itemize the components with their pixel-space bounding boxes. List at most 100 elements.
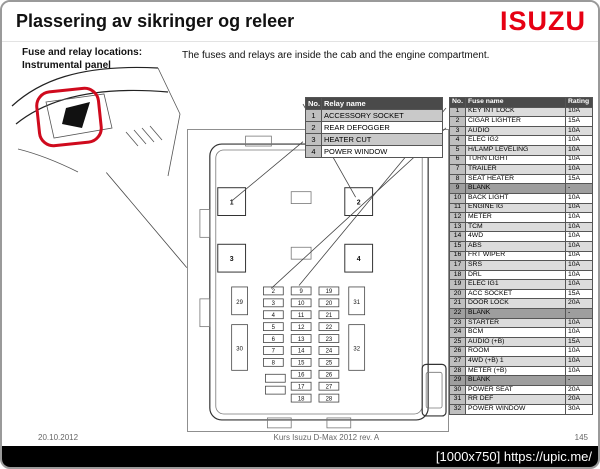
- fuse-slot: [318, 310, 340, 320]
- fuse-rating-cell: 10A: [565, 212, 593, 223]
- fuse-number-cell: 5: [449, 144, 466, 156]
- isuzu-logo: ISUZU: [500, 6, 586, 36]
- fuse-name-cell: DOOR LOCK: [465, 298, 566, 310]
- fuse-name-cell: BLANK: [465, 375, 566, 386]
- section-label-line2: Instrumental panel: [22, 60, 111, 71]
- fuse-rating-cell: 20A: [565, 394, 593, 405]
- fuse-name-cell: BACK LIGHT: [465, 192, 566, 204]
- fuse-slot-number: 8: [272, 361, 276, 367]
- fuse-rating-cell: 10A: [565, 317, 593, 329]
- relay-slot-number: 3: [230, 256, 234, 263]
- slide-header: Plassering av sikringer og releer ISUZU: [2, 2, 598, 42]
- fuse-number-cell: 9: [449, 183, 466, 194]
- fuse-slot-number: 27: [326, 384, 333, 390]
- fuse-name-cell: SRS: [465, 260, 566, 271]
- fuse-name-cell: ELEC IG1: [465, 279, 566, 290]
- fuse-rating-cell: 10A: [565, 154, 593, 166]
- fuse-slot-number: 2: [272, 289, 275, 295]
- fuse-name-cell: 4WD: [465, 231, 566, 242]
- relay-table-head: No. Relay name: [305, 97, 443, 110]
- fuse-slot-number: 26: [326, 373, 333, 379]
- fuse-header-no: No.: [449, 97, 466, 108]
- relay-number-cell: 2: [305, 121, 322, 134]
- fuse-number-cell: 7: [449, 164, 466, 175]
- fuse-slot-number: 14: [298, 349, 305, 355]
- fuse-slot: [318, 358, 340, 367]
- section-label-line1: Fuse and relay locations:: [22, 47, 143, 58]
- fuse-name-cell: DRL: [465, 269, 566, 281]
- fuse-slot-number: 13: [298, 337, 305, 343]
- section-label: Fuse and relay locations: Instrumental p…: [22, 46, 142, 72]
- fuse-slot: [263, 346, 284, 355]
- fuse-name-cell: KEY INT LOCK: [465, 106, 566, 118]
- fuse-rating-cell: 10A: [565, 356, 593, 367]
- fuse-name-cell: POWER SEAT: [465, 384, 566, 396]
- fuse-box-svg: 1 2 3 4 29 30 31 32: [199, 135, 447, 429]
- fuse-number-cell: 29: [449, 375, 466, 386]
- fuse-slot: [290, 298, 312, 308]
- slide-footer: 20.10.2012 Kurs Isuzu D-Max 2012 rev. A …: [38, 433, 588, 442]
- fuse-rating-cell: 10A: [565, 240, 593, 252]
- fuse-slot-number: 23: [326, 337, 333, 343]
- fuse-rating-cell: 10A: [565, 144, 593, 156]
- highlight-red-box: [35, 86, 103, 148]
- fuse-name-cell: SEAT HEATER: [465, 173, 566, 185]
- slide: Plassering av sikringer og releer ISUZU …: [2, 2, 598, 446]
- relay-header-no: No.: [305, 97, 322, 110]
- large-fuse-slot: [231, 324, 248, 371]
- fuse-rating-cell: 20A: [565, 384, 593, 396]
- fuse-number-cell: 10: [449, 192, 466, 204]
- fuse-slot-number: 4: [272, 313, 276, 319]
- fuse-rating-cell: 10A: [565, 135, 593, 146]
- fuse-number-cell: 24: [449, 327, 466, 338]
- fuse-number-cell: 22: [449, 308, 466, 319]
- fuse-rating-cell: 30A: [565, 404, 593, 415]
- fuse-name-cell: FRT WIPER: [465, 250, 566, 262]
- fuse-slot-number: 20: [326, 301, 333, 307]
- fuse-rating-cell: 10A: [565, 164, 593, 175]
- large-fuse-slot-number: 30: [236, 346, 243, 352]
- fuse-slot: [290, 381, 312, 391]
- dashboard-lower-line: [17, 148, 79, 173]
- fuse-name-cell: TURN LIGHT: [465, 154, 566, 166]
- fuse-header-row: No. Fuse name Rating: [449, 97, 593, 108]
- fuse-number-cell: 17: [449, 260, 466, 271]
- fuse-number-cell: 19: [449, 279, 466, 290]
- description-text: The fuses and relays are inside the cab …: [182, 50, 490, 61]
- fuse-number-cell: 4: [449, 135, 466, 146]
- large-fuse-slot-number: 29: [236, 300, 243, 306]
- fuse-slot-number: 11: [298, 313, 305, 319]
- fuse-name-cell: CIGAR LIGHTER: [465, 116, 566, 127]
- fuse-header-name: Fuse name: [465, 97, 566, 108]
- fuse-slot-number: 12: [298, 325, 305, 331]
- fuse-name-cell: ACC SOCKET: [465, 288, 566, 300]
- fuse-rating-cell: 10A: [565, 279, 593, 290]
- fuse-slot-number: 10: [298, 301, 305, 307]
- dashboard-hood-line: [11, 66, 159, 107]
- fuse-number-cell: 20: [449, 288, 466, 300]
- fuse-rating-cell: 10A: [565, 192, 593, 204]
- fuse-number-cell: 27: [449, 356, 466, 367]
- relay-slot: [217, 243, 247, 273]
- fuse-slot-number: 18: [298, 396, 305, 402]
- fuse-number-cell: 23: [449, 317, 466, 329]
- fuse-name-cell: BLANK: [465, 183, 566, 194]
- fuse-slot-number: 15: [298, 361, 305, 367]
- fuse-rating-cell: 15A: [565, 336, 593, 348]
